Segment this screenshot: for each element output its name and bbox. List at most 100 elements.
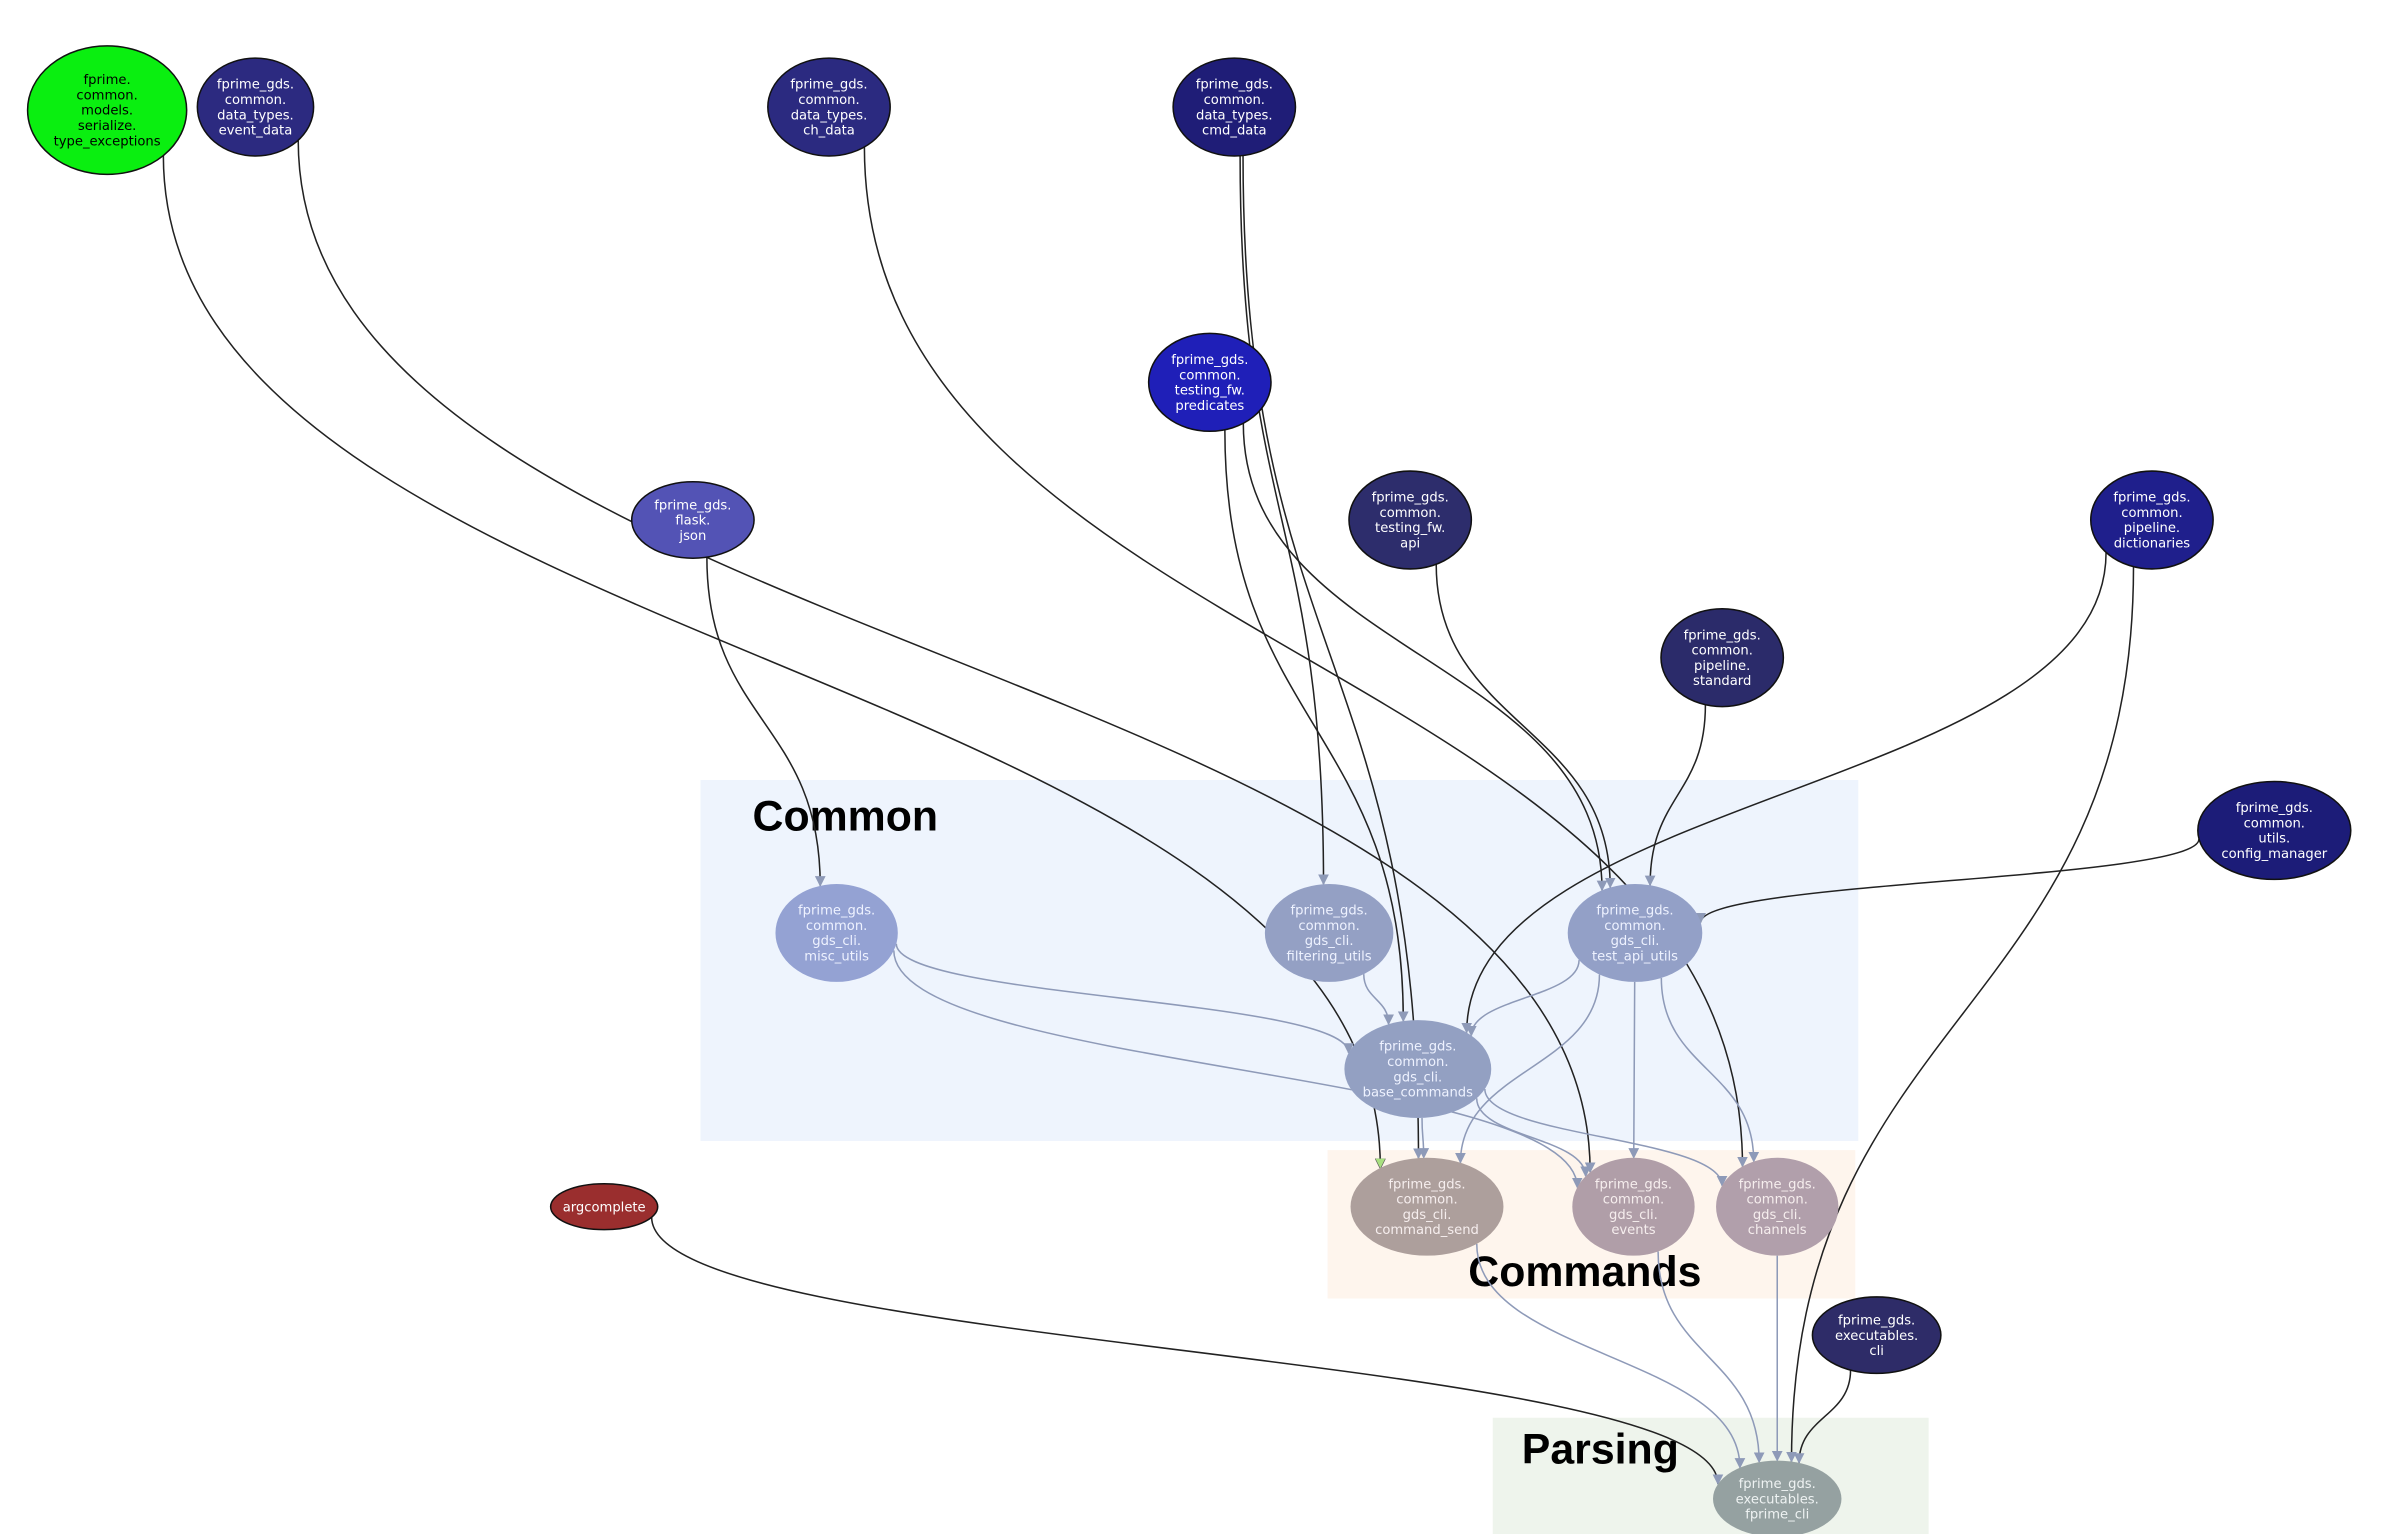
node-test-api-utils[interactable]: fprime_gds.common.gds_cli.test_api_utils (1567, 884, 1703, 982)
edges (162, 140, 2200, 1486)
node-label-line: common. (806, 919, 867, 934)
node-label-line: fprime_gds. (1379, 1040, 1456, 1055)
node-ch-data[interactable]: fprime_gds.common.data_types.ch_data (767, 57, 891, 157)
node-shape (1660, 607, 1785, 708)
node-label-line: fprime_gds. (798, 904, 875, 919)
node-shape (2197, 780, 2352, 881)
node-label-line: common. (1379, 506, 1440, 521)
node-label-line: fprime_gds. (1291, 904, 1368, 919)
node-misc-utils[interactable]: fprime_gds.common.gds_cli.misc_utils (775, 884, 898, 982)
node-config-manager[interactable]: fprime_gds.common.utils.config_manager (2197, 780, 2352, 881)
node-label-line: fprime_gds. (1171, 353, 1248, 368)
node-label-line: dictionaries (2114, 537, 2191, 552)
node-label-line: gds_cli. (1403, 1208, 1452, 1223)
node-label-line: data_types. (217, 108, 294, 123)
edge-config_manager-to-test_api_utils (1695, 838, 2200, 924)
node-label-line: event_data (219, 124, 293, 139)
node-label-line: misc_utils (804, 949, 869, 964)
edge-misc_utils-to-events (893, 950, 1583, 1189)
node-shape (1572, 1157, 1695, 1256)
node-shape (1716, 1157, 1839, 1256)
node-shape (775, 884, 898, 982)
node-label-line: fprime_gds. (1388, 1177, 1465, 1192)
node-shape (630, 481, 755, 559)
edge-standard-to-test_api_utils (1644, 704, 1707, 887)
node-label-line: fprime_gds. (1596, 904, 1673, 919)
node-executables-cli[interactable]: fprime_gds.executables.cli (1811, 1296, 1942, 1375)
node-command-send[interactable]: fprime_gds.common.gds_cli.command_send (1350, 1157, 1504, 1256)
node-shape (1172, 57, 1297, 157)
edge-predicates-to-base_commands (1224, 429, 1409, 1023)
node-label-line: cmd_data (1202, 124, 1267, 139)
node-label-line: common. (225, 93, 286, 108)
node-shape (1147, 332, 1272, 433)
node-label-line: fprime_gds. (654, 498, 731, 513)
node-label-line: common. (1747, 1193, 1808, 1208)
edge-argcomplete-to-fprime_cli (650, 1217, 1724, 1486)
node-label-line: fprime_gds. (1739, 1477, 1816, 1492)
node-label-line: fprime_gds. (1684, 628, 1761, 643)
node-label-line: fprime_gds. (1196, 78, 1273, 93)
node-label-line: common. (1603, 1193, 1664, 1208)
node-label-line: gds_cli. (1609, 1208, 1658, 1223)
node-label-line: common. (1387, 1055, 1448, 1070)
node-label-line: testing_fw. (1375, 521, 1445, 536)
node-shape (1348, 470, 1473, 570)
node-label-line: gds_cli. (1305, 934, 1354, 949)
edge-test_api_utils-to-channels (1660, 977, 1760, 1163)
node-fprime-cli[interactable]: fprime_gds.executables.fprime_cli (1713, 1460, 1842, 1534)
edge-executables_cli-to-fprime_cli (1793, 1370, 1852, 1464)
node-label-line: gds_cli. (1753, 1208, 1802, 1223)
node-label-line: predicates (1175, 399, 1244, 414)
node-base-commands[interactable]: fprime_gds.common.gds_cli.base_commands (1344, 1020, 1492, 1118)
node-label-line: fprime_gds. (1372, 491, 1449, 506)
node-label-line: common. (2121, 506, 2182, 521)
node-label-line: testing_fw. (1175, 384, 1245, 399)
node-label-line: common. (798, 93, 859, 108)
node-label-line: fprime_gds. (2113, 491, 2190, 506)
node-cmd-data[interactable]: fprime_gds.common.data_types.cmd_data (1172, 57, 1297, 157)
edge-events-to-fprime_cli (1657, 1251, 1765, 1464)
node-label-line: filtering_utils (1287, 949, 1372, 964)
node-dictionaries[interactable]: fprime_gds.common.pipeline.dictionaries (2089, 470, 2214, 570)
node-label-line: events (1611, 1223, 1655, 1238)
node-argcomplete[interactable]: argcomplete (549, 1182, 659, 1231)
node-channels[interactable]: fprime_gds.common.gds_cli.channels (1716, 1157, 1839, 1256)
node-filtering-utils[interactable]: fprime_gds.common.gds_cli.filtering_util… (1264, 884, 1394, 982)
node-testing-api[interactable]: fprime_gds.common.testing_fw.api (1348, 470, 1473, 570)
node-shape (1713, 1460, 1842, 1534)
cluster-title-parsing: Parsing (1522, 1426, 1679, 1474)
node-label-line: serialize. (78, 119, 137, 134)
node-label-line: fprime. (84, 73, 131, 88)
node-label-line: data_types. (791, 108, 868, 123)
edge-test_api_utils-to-base_commands (1465, 960, 1580, 1037)
node-flask-json[interactable]: fprime_gds.flask.json (630, 481, 755, 559)
node-shape (1264, 884, 1394, 982)
node-label-line: api (1400, 537, 1420, 552)
cluster-title-common: Common (753, 792, 939, 840)
node-label-line: argcomplete (563, 1200, 646, 1215)
edge-filtering_utils-to-base_commands (1362, 974, 1394, 1026)
node-label-line: gds_cli. (1611, 934, 1660, 949)
node-shape (196, 57, 315, 157)
nodes: fprime.common.models.serialize.type_exce… (26, 45, 2352, 1534)
cluster-title-commands: Commands (1468, 1248, 1701, 1296)
node-label-line: ch_data (803, 124, 855, 139)
node-label-line: common. (1691, 644, 1752, 659)
node-label-line: channels (1748, 1223, 1807, 1238)
edge-test_api_utils-to-events (1628, 981, 1640, 1159)
node-label-line: common. (76, 88, 137, 103)
node-label-line: gds_cli. (812, 934, 861, 949)
node-predicates[interactable]: fprime_gds.common.testing_fw.predicates (1147, 332, 1272, 433)
node-type-exceptions[interactable]: fprime.common.models.serialize.type_exce… (26, 45, 188, 176)
node-shape (1811, 1296, 1942, 1375)
node-event-data[interactable]: fprime_gds.common.data_types.event_data (196, 57, 315, 157)
edge-command_send-to-fprime_cli (1475, 1243, 1746, 1469)
node-standard[interactable]: fprime_gds.common.pipeline.standard (1660, 607, 1785, 708)
edge-dictionaries-to-base_commands (1461, 552, 2107, 1034)
node-events[interactable]: fprime_gds.common.gds_cli.events (1572, 1157, 1695, 1256)
node-shape (549, 1182, 659, 1231)
node-label-line: pipeline. (2124, 521, 2180, 536)
node-label-line: fprime_gds. (2236, 801, 2313, 816)
node-shape (767, 57, 891, 157)
